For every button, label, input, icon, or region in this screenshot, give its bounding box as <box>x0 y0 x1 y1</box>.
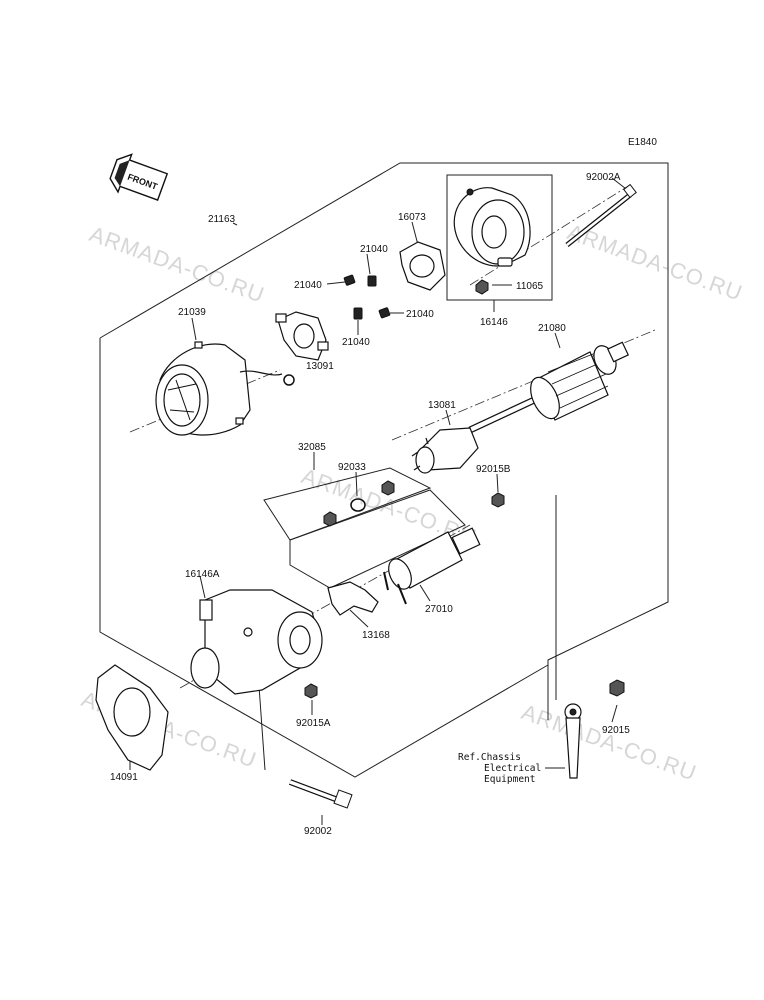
part-labels: 21163 16073 21040 21040 21040 21040 9200… <box>110 172 630 837</box>
label-92002A[interactable]: 92002A <box>586 172 621 183</box>
subassembly-box-16146 <box>446 174 553 301</box>
label-16073[interactable]: 16073 <box>398 212 426 223</box>
brush-holder-13091[interactable] <box>275 311 329 361</box>
cable-terminal[interactable] <box>564 703 582 779</box>
watermarks: ARMADA-CO.RU ARMADA-CO.RU ARMADA-CO.RU A… <box>78 219 746 786</box>
brush-21040-a[interactable] <box>343 274 356 286</box>
watermark-5: ARMADA-CO.RU <box>518 699 700 786</box>
label-21040-d[interactable]: 21040 <box>342 337 370 348</box>
brush-21040-d[interactable] <box>378 307 391 319</box>
o-ring-92033[interactable] <box>350 498 366 512</box>
label-21163[interactable]: 21163 <box>208 214 236 225</box>
label-21080[interactable]: 21080 <box>538 323 566 334</box>
label-21040-a[interactable]: 21040 <box>360 244 388 255</box>
ref-note-line-3: Equipment <box>484 774 535 785</box>
housing-16146A[interactable] <box>190 589 323 695</box>
label-13091[interactable]: 13091 <box>306 361 334 372</box>
label-16146A[interactable]: 16146A <box>185 569 220 580</box>
label-27010[interactable]: 27010 <box>425 604 453 615</box>
label-32085[interactable]: 32085 <box>298 442 326 453</box>
label-21040-b[interactable]: 21040 <box>294 280 322 291</box>
nut-92015A[interactable] <box>304 683 318 699</box>
shift-lever-13168[interactable] <box>327 581 379 616</box>
label-92015[interactable]: 92015 <box>602 725 630 736</box>
label-11065[interactable]: 11065 <box>516 281 544 292</box>
assembly-outline-lower <box>99 338 549 778</box>
pinion-gear-13081[interactable] <box>411 427 479 474</box>
diagram-code: E1840 <box>628 137 657 148</box>
nut-11065[interactable] <box>475 279 489 295</box>
bolt-92002[interactable] <box>288 779 353 809</box>
label-13081[interactable]: 13081 <box>428 400 456 411</box>
brush-21040-b[interactable] <box>367 275 377 287</box>
watermark-1: ARMADA-CO.RU <box>86 221 268 308</box>
kit-box-32085 <box>263 467 432 541</box>
armature-21080[interactable] <box>468 341 630 434</box>
ref-note-line-2: Electrical <box>484 763 541 774</box>
kit-nut-b[interactable] <box>323 511 337 527</box>
kit-box-solenoid <box>289 489 466 589</box>
nut-92015B[interactable] <box>491 492 505 508</box>
label-21040-c[interactable]: 21040 <box>406 309 434 320</box>
solenoid-27010[interactable] <box>383 527 481 605</box>
label-92002[interactable]: 92002 <box>304 826 332 837</box>
end-cover-16146[interactable] <box>453 187 531 267</box>
watermark-2: ARMADA-CO.RU <box>564 219 746 306</box>
kit-nut-a[interactable] <box>381 480 395 496</box>
yoke-21039[interactable] <box>155 341 295 436</box>
nut-92015[interactable] <box>609 679 625 697</box>
assembly-outline-upper <box>99 162 669 720</box>
front-arrow-icon: FRONT <box>109 153 169 201</box>
label-92015A[interactable]: 92015A <box>296 718 331 729</box>
leader-lines <box>129 177 631 825</box>
label-14091[interactable]: 14091 <box>110 772 138 783</box>
brush-plate-16073[interactable] <box>399 241 446 291</box>
ref-note-line-1: Ref.Chassis <box>458 752 521 763</box>
bolt-92002A[interactable] <box>565 183 637 247</box>
label-21039[interactable]: 21039 <box>178 307 206 318</box>
label-92015B[interactable]: 92015B <box>476 464 511 475</box>
label-13168[interactable]: 13168 <box>362 630 390 641</box>
reference-note: Ref.Chassis Electrical Equipment <box>458 752 565 785</box>
label-92033[interactable]: 92033 <box>338 462 366 473</box>
brush-21040-c[interactable] <box>353 307 363 320</box>
label-16146[interactable]: 16146 <box>480 317 508 328</box>
gasket-14091[interactable] <box>95 664 169 771</box>
